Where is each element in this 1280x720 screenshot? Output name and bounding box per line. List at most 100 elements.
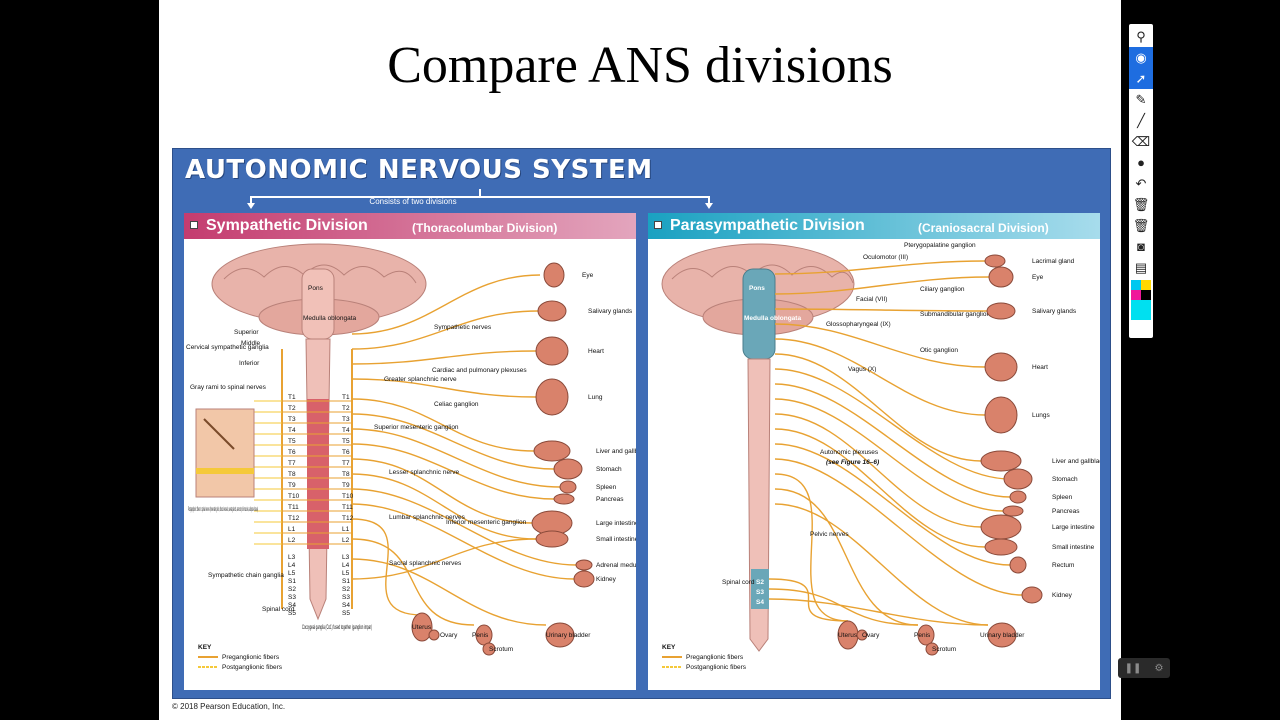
segment-label: S5 bbox=[342, 610, 350, 617]
nerve-label-sympathetic-nerves: Sympathetic nerves bbox=[434, 324, 492, 331]
segment-label: S3 bbox=[288, 594, 296, 601]
pin-icon[interactable]: ⚲ bbox=[1136, 29, 1146, 44]
organ-shape bbox=[984, 538, 1018, 556]
undo-icon[interactable]: ↶ bbox=[1135, 176, 1147, 191]
organ-shape bbox=[980, 514, 1022, 540]
segment-label: T7 bbox=[342, 460, 350, 467]
medulla-label: Medulla oblongata bbox=[303, 315, 357, 322]
sympathetic-subheading: (Thoracolumbar Division) bbox=[412, 221, 558, 235]
segment-label: T1 bbox=[288, 394, 296, 401]
organ-shape bbox=[535, 378, 569, 416]
cervical-ganglia-label: Cervical sympathetic ganglia bbox=[186, 344, 269, 351]
ans-figure: AUTONOMIC NERVOUS SYSTEM Consists of two… bbox=[172, 148, 1111, 699]
organ-label: Large intestine bbox=[1052, 524, 1095, 531]
nerve-label-lumbar-splanchnic: Lumbar splanchnic nerves bbox=[389, 514, 466, 521]
segment-label: S2 bbox=[288, 586, 296, 593]
organ-shape bbox=[482, 642, 496, 656]
pons-label: Pons bbox=[749, 285, 765, 292]
pause-icon[interactable]: ❚❚ bbox=[1124, 662, 1142, 674]
organ-label: Liver and gallbladder bbox=[1052, 458, 1100, 465]
bullet-icon bbox=[190, 221, 198, 229]
nerve-label-superior-mesenteric: Superior mesenteric ganglion bbox=[374, 424, 459, 431]
ganglion-label-otic: Otic ganglion bbox=[920, 347, 958, 354]
cranial-label-oculomotor: Oculomotor (III) bbox=[863, 254, 908, 261]
segment-label: L5 bbox=[342, 570, 350, 577]
sympathetic-panel: Sympathetic Division (Thoracolumbar Divi… bbox=[184, 213, 636, 690]
pen-icon[interactable]: ✎ bbox=[1135, 92, 1147, 107]
cranial-label-glossopharyngeal: Glossopharyngeal (IX) bbox=[826, 321, 891, 328]
organ-label: Penis bbox=[914, 632, 931, 639]
cranial-label-facial: Facial (VII) bbox=[856, 296, 887, 303]
superior-ganglion-label: Superior bbox=[234, 329, 259, 336]
key-postganglionic: Postganglionic fibers bbox=[222, 664, 283, 671]
organ-label: Pancreas bbox=[1052, 508, 1080, 515]
segment-label: T6 bbox=[342, 449, 350, 456]
segment-label: T10 bbox=[288, 493, 300, 500]
key-title: KEY bbox=[662, 644, 676, 651]
organ-label: Heart bbox=[1032, 364, 1048, 371]
color-palette-icon[interactable] bbox=[1129, 278, 1153, 322]
clipboard-icon[interactable]: ▤ bbox=[1134, 260, 1148, 275]
s2-label: S2 bbox=[756, 579, 764, 586]
organ-shape bbox=[553, 493, 575, 505]
organ-label: Heart bbox=[588, 348, 604, 355]
segment-label: T5 bbox=[288, 438, 296, 445]
organ-label: Stomach bbox=[596, 466, 622, 473]
pelvic-nerves-label: Pelvic nerves bbox=[810, 531, 849, 538]
organ-shape bbox=[535, 336, 569, 366]
divisions-bracket bbox=[247, 189, 713, 209]
organ-shape bbox=[984, 352, 1018, 382]
brainstem bbox=[301, 268, 335, 340]
segment-label: S4 bbox=[342, 602, 350, 609]
gray-rami-label: Gray rami to spinal nerves bbox=[190, 384, 267, 391]
organ-label: Ovary bbox=[862, 632, 880, 639]
settings-icon[interactable]: ⚙ bbox=[1154, 662, 1164, 674]
segment-label: L3 bbox=[288, 554, 296, 561]
organ-label: Eye bbox=[582, 272, 594, 279]
plexuses-label: Autonomic plexuses bbox=[820, 449, 879, 456]
nerve-label-sacral-splanchnic: Sacral splanchnic nerves bbox=[389, 560, 462, 567]
parasympathetic-fibers bbox=[768, 260, 1023, 626]
organ-label: Urinary bladder bbox=[980, 632, 1025, 639]
organ-shape bbox=[533, 440, 571, 462]
segment-label: T4 bbox=[288, 427, 296, 434]
key-preganglionic: Preganglionic fibers bbox=[686, 654, 744, 661]
organ-label: Adrenal medulla bbox=[596, 562, 636, 569]
segment-label: S3 bbox=[342, 594, 350, 601]
plexuses-ref-label: (see Figure 16–6) bbox=[826, 459, 879, 466]
organ-shape bbox=[917, 624, 935, 646]
parasympathetic-header: Parasympathetic Division (Craniosacral D… bbox=[648, 213, 1100, 239]
organ-shape bbox=[553, 458, 583, 480]
organ-label: Kidney bbox=[596, 576, 617, 583]
segment-label: T11 bbox=[288, 504, 299, 511]
organ-label: Lung bbox=[588, 394, 603, 401]
eraser-icon[interactable]: ⌫ bbox=[1131, 134, 1151, 149]
organ-label: Spleen bbox=[596, 484, 617, 491]
s4-label: S4 bbox=[756, 599, 764, 606]
nerve-label-greater-splanchnic: Greater splanchnic nerve bbox=[384, 376, 457, 383]
trash-icon[interactable]: 🗑 bbox=[1132, 197, 1150, 212]
medulla-label: Medulla oblongata bbox=[744, 315, 801, 322]
segment-label: T2 bbox=[288, 405, 296, 412]
eye-icon[interactable]: ◉ bbox=[1129, 47, 1153, 68]
organ-label: Ovary bbox=[440, 632, 458, 639]
segment-label: T5 bbox=[342, 438, 350, 445]
segment-label: L4 bbox=[288, 562, 296, 569]
organ-shape bbox=[988, 266, 1014, 288]
pointer-icon[interactable]: ➚ bbox=[1129, 68, 1153, 89]
dot-icon[interactable]: ● bbox=[1137, 155, 1145, 170]
parasympathetic-panel: Parasympathetic Division (Craniosacral D… bbox=[648, 213, 1100, 690]
ganglion-label-pterygopalatine: Pterygopalatine ganglion bbox=[904, 242, 976, 249]
organ-shape bbox=[537, 300, 567, 322]
sympathetic-header: Sympathetic Division (Thoracolumbar Divi… bbox=[184, 213, 636, 239]
line-icon[interactable]: ╱ bbox=[1137, 113, 1145, 128]
organ-label: Large intestine bbox=[596, 520, 636, 527]
player-controls[interactable]: ❚❚ ⚙ bbox=[1118, 658, 1170, 678]
trash-all-icon[interactable]: 🗑 bbox=[1132, 218, 1150, 233]
organ-shape bbox=[987, 622, 1017, 648]
key-preganglionic: Preganglionic fibers bbox=[222, 654, 280, 661]
camera-icon[interactable]: ◙ bbox=[1137, 239, 1145, 254]
organ-label: Salivary glands bbox=[588, 308, 633, 315]
nerve-label-cardiac-plexuses: Cardiac and pulmonary plexuses bbox=[432, 367, 527, 374]
organ-label: Scrotum bbox=[489, 646, 513, 653]
